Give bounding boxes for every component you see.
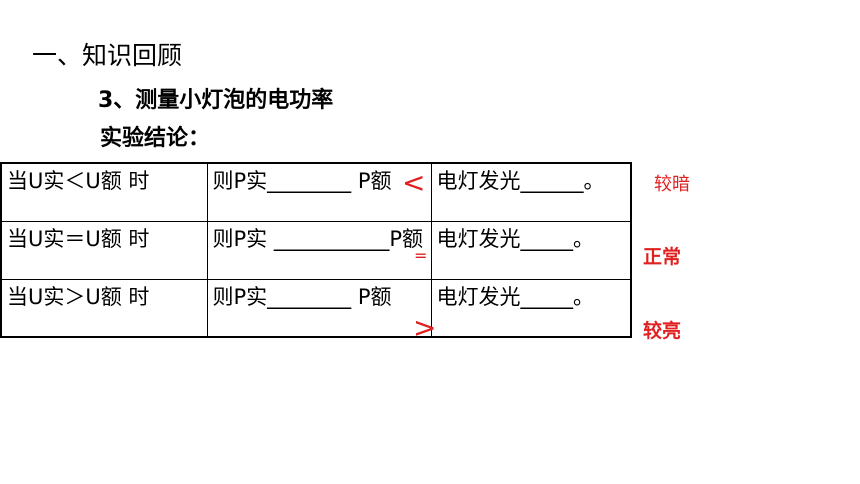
answer-brightness-bright: 较亮: [643, 320, 682, 342]
light-cell: 电灯发光_____。: [430, 278, 632, 338]
answer-symbol-less: <: [402, 166, 426, 199]
answer-brightness-dim: 较暗: [654, 174, 690, 195]
light-cell: 电灯发光______。: [430, 162, 632, 222]
table-row: 当U实＞U额 时 则P实________ P额 电灯发光_____。: [0, 278, 632, 338]
conclusion-label: 实验结论：: [100, 126, 211, 151]
power-cell: 则P实________ P额: [206, 162, 432, 222]
section-heading: 一、知识回顾: [32, 41, 183, 70]
answer-symbol-greater: >: [413, 311, 437, 344]
power-cell: 则P实________ P额: [206, 278, 432, 338]
condition-cell: 当U实＞U额 时: [0, 278, 208, 338]
light-cell: 电灯发光_____。: [430, 220, 632, 280]
condition-cell: 当U实＜U额 时: [0, 162, 208, 222]
answer-brightness-normal: 正常: [643, 246, 682, 268]
answer-symbol-equal: =: [414, 246, 428, 265]
condition-cell: 当U实＝U额 时: [0, 220, 208, 280]
table-row: 当U实＝U额 时 则P实 ___________P额 电灯发光_____。: [0, 220, 632, 280]
power-cell: 则P实 ___________P额: [206, 220, 432, 280]
topic-subheading: 3、测量小灯泡的电功率: [98, 88, 334, 113]
table-row: 当U实＜U额 时 则P实________ P额 电灯发光______。: [0, 162, 632, 222]
conclusion-table: 当U实＜U额 时 则P实________ P额 电灯发光______。 当U实＝…: [0, 162, 632, 338]
